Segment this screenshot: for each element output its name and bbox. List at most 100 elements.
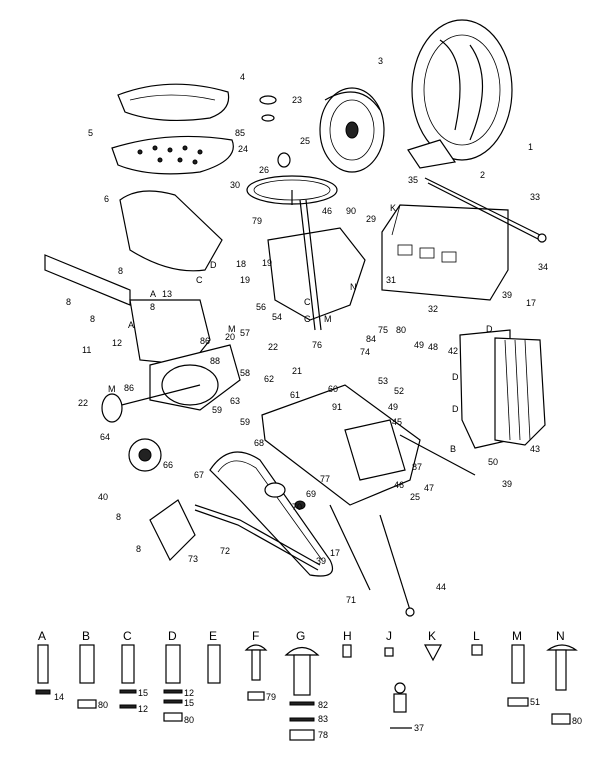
callout-label: 33 [530,192,540,202]
callout-label: 8 [118,266,123,276]
hardware-qty-M: 51 [530,697,540,707]
callout-label: 67 [194,470,204,480]
hardware-qty-G-b: 83 [318,714,328,724]
callout-label: D [210,260,217,270]
hardware-letter-M: M [512,629,522,643]
callout-label: 62 [264,374,274,384]
callout-label: 26 [259,165,269,175]
callout-label: 70 [292,502,302,512]
callout-label: 25 [410,492,420,502]
hardware-qty-G-a: 82 [318,700,328,710]
callout-label: 43 [530,444,540,454]
callout-label: 56 [256,302,266,312]
callout-label: 18 [236,259,246,269]
callout-label: K [390,203,396,213]
callout-label: 8 [150,302,155,312]
callout-label: 66 [163,460,173,470]
callout-label: 49 [388,402,398,412]
callout-label: M [324,314,332,324]
callout-label: D [452,372,459,382]
callout-label: 4 [240,72,245,82]
callout-label: 71 [346,595,356,605]
rod-part [424,177,547,243]
hardware-letter-J: J [386,629,392,643]
callout-label: 44 [436,582,446,592]
callout-label: 86 [200,336,210,346]
hood-part [381,204,509,301]
callout-label: M [228,324,236,334]
callout-label: 59 [212,405,222,415]
callout-label: 1 [528,142,533,152]
callout-label: B [450,444,456,454]
callout-label: A [128,320,134,330]
callout-label: 3 [378,56,383,66]
callout-label: 50 [488,457,498,467]
callout-label: 74 [360,347,370,357]
hardware-qty-D-a: 12 [184,688,194,698]
callout-label: 64 [100,432,110,442]
callout-label: 22 [268,342,278,352]
callout-label: 19 [262,258,272,268]
hardware-qty-J: 37 [414,723,424,733]
callout-label: 85 [235,128,245,138]
plate-part [149,499,196,562]
callout-label: 75 [378,325,388,335]
hardware-letter-A: A [38,629,46,643]
callout-label: 34 [538,262,548,272]
callout-label: 21 [292,366,302,376]
seat-pan-part [111,135,234,175]
callout-label: 30 [230,180,240,190]
callout-label: 8 [90,314,95,324]
callout-label: 79 [252,216,262,226]
callout-label: 84 [366,334,376,344]
callout-label: 17 [526,298,536,308]
hardware-strip [35,644,578,741]
callout-label: 49 [414,340,424,350]
hardware-letter-H: H [343,629,352,643]
callout-label: 63 [230,396,240,406]
callout-label: 61 [290,390,300,400]
hardware-letter-N: N [556,629,565,643]
hardware-qty-N: 80 [572,716,582,726]
callout-label: 68 [254,438,264,448]
dash-panel-part [267,199,366,331]
tire-part [407,19,513,169]
callout-label: 53 [378,376,388,386]
callout-label: 86 [124,383,134,393]
steering-wheel-part [246,95,338,205]
callout-label: 22 [78,398,88,408]
callout-label: 42 [448,346,458,356]
callout-label: C [304,314,311,324]
callout-label: 2 [480,170,485,180]
callout-label: 23 [292,95,302,105]
brake-rod-part [194,504,321,571]
callout-label: 47 [424,483,434,493]
callout-label: 77 [320,474,330,484]
callout-label: 39 [316,556,326,566]
callout-label: 58 [240,368,250,378]
rod-50-part [399,434,476,476]
callout-label: 25 [300,136,310,146]
callout-label: 46 [322,206,332,216]
hardware-letter-L: L [473,629,480,643]
transmission-part [101,299,241,472]
callout-label: 69 [306,489,316,499]
callout-label: 12 [112,338,122,348]
callout-label: 8 [116,512,121,522]
tie-rod-part [329,504,371,591]
hardware-qty-G-c: 78 [318,730,328,740]
hardware-qty-D-c: 80 [184,715,194,725]
wheel-rim-part [319,87,385,173]
callout-label: 76 [312,340,322,350]
callout-label: 6 [104,194,109,204]
callout-label: N [350,282,357,292]
hardware-letter-D: D [168,629,177,643]
callout-label: D [486,324,493,334]
callout-label: 87 [412,462,422,472]
callout-label: 90 [346,206,356,216]
callout-label: C [304,297,311,307]
hardware-qty-D-b: 15 [184,698,194,708]
frame-rail-part [44,254,131,306]
belt-part [209,451,334,577]
